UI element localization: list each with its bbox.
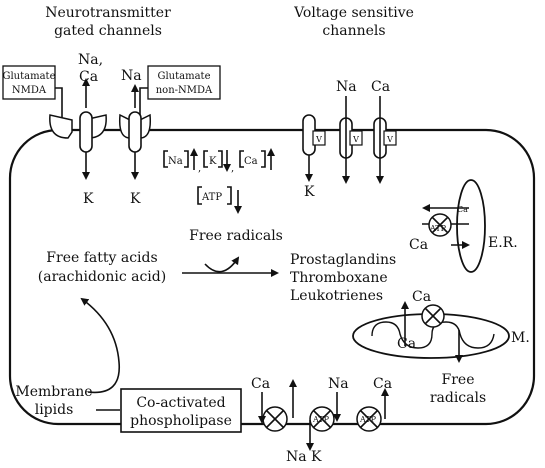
change-k: K — [209, 156, 217, 167]
bottom-pump-atp-2 — [356, 388, 389, 432]
ligand-channel-1 — [49, 78, 107, 180]
voltage-channel-1: V — [302, 114, 326, 182]
ligand-channel-2 — [118, 84, 152, 180]
ion-ca-1: Ca — [79, 69, 98, 85]
ion-na-3: Na — [336, 79, 357, 95]
voltage-marker-1: V — [315, 135, 322, 144]
comma-1: , — [198, 163, 201, 174]
bottom-pump-atp-1 — [289, 379, 341, 451]
er-atp: ATP — [429, 224, 447, 233]
voltage-marker-3: V — [386, 135, 393, 144]
comma-2: , — [231, 163, 234, 174]
membrane-lipids-line1: Membrane — [15, 384, 92, 400]
free-radicals-middle: Free radicals — [189, 228, 283, 244]
bottom-ca-2: Ca — [373, 376, 392, 392]
lipid-arrow — [80, 297, 120, 394]
change-ca: Ca — [244, 156, 258, 167]
free-radicals-bottom-line1: Free — [442, 372, 475, 388]
er-label: E.R. — [488, 235, 518, 251]
bottom-atp-2: ATP — [359, 415, 377, 424]
nonnmda-label-line1: Glutamate — [158, 71, 211, 82]
thromboxane-label: Thromboxane — [290, 270, 388, 286]
bottom-atp-1: ATP — [312, 415, 330, 424]
ion-na-2: Na — [121, 68, 142, 84]
phospholipase-line2: phospholipase — [130, 413, 232, 429]
free-fatty-acids-line1: Free fatty acids — [46, 250, 157, 266]
change-atp: ATP — [201, 192, 222, 203]
mitochondrion — [352, 301, 510, 363]
mito-label: M. — [511, 330, 530, 346]
phospholipase-line1: Co-activated — [136, 395, 225, 411]
bottom-na-k: Na K — [286, 449, 322, 464]
prostaglandins-label: Prostaglandins — [290, 252, 396, 268]
nmda-label-line2: NMDA — [12, 85, 47, 96]
ion-k-2: K — [130, 191, 141, 207]
radical-arrow — [204, 256, 240, 273]
voltage-marker-2: V — [352, 135, 359, 144]
nmda-receptor: Glutamate NMDA — [2, 65, 63, 118]
voltage-channel-3: V — [373, 96, 397, 184]
nmda-label-line1: Glutamate — [3, 71, 56, 82]
neurotransmitter-title-line1: Neurotransmitter — [45, 5, 171, 21]
neurotransmitter-title-line2: gated channels — [54, 23, 162, 39]
voltage-channel-2: V — [339, 96, 363, 184]
ion-na-1: Na, — [78, 52, 103, 68]
ion-k-1: K — [83, 191, 94, 207]
mito-ca-outside: Ca — [412, 289, 431, 305]
leukotrienes-label: Leukotrienes — [290, 288, 383, 304]
ion-ca-3: Ca — [371, 79, 390, 95]
concentration-changes: Na , K , Ca ATP — [163, 148, 275, 214]
ion-k-3: K — [304, 184, 315, 200]
free-fatty-acids-line2: (arachidonic acid) — [38, 269, 166, 285]
change-na: Na — [168, 156, 183, 167]
membrane-lipids-line2: lipids — [35, 402, 74, 418]
nonnmda-label-line2: non-NMDA — [156, 85, 213, 96]
nonnmda-receptor: Glutamate non-NMDA — [139, 65, 221, 118]
free-radicals-bottom-line2: radicals — [430, 390, 486, 406]
bottom-ca-1: Ca — [251, 376, 270, 392]
endoplasmic-reticulum — [422, 179, 486, 273]
voltage-title-line2: channels — [322, 23, 385, 39]
phospholipase-box — [120, 388, 242, 433]
bottom-na: Na — [328, 376, 349, 392]
er-ca-outside: Ca — [409, 237, 428, 253]
mito-ca-inside: Ca — [397, 336, 416, 352]
voltage-title-line1: Voltage sensitive — [293, 5, 414, 21]
bottom-pump-ca — [258, 392, 288, 432]
er-ca-inside: Ca — [457, 205, 468, 214]
